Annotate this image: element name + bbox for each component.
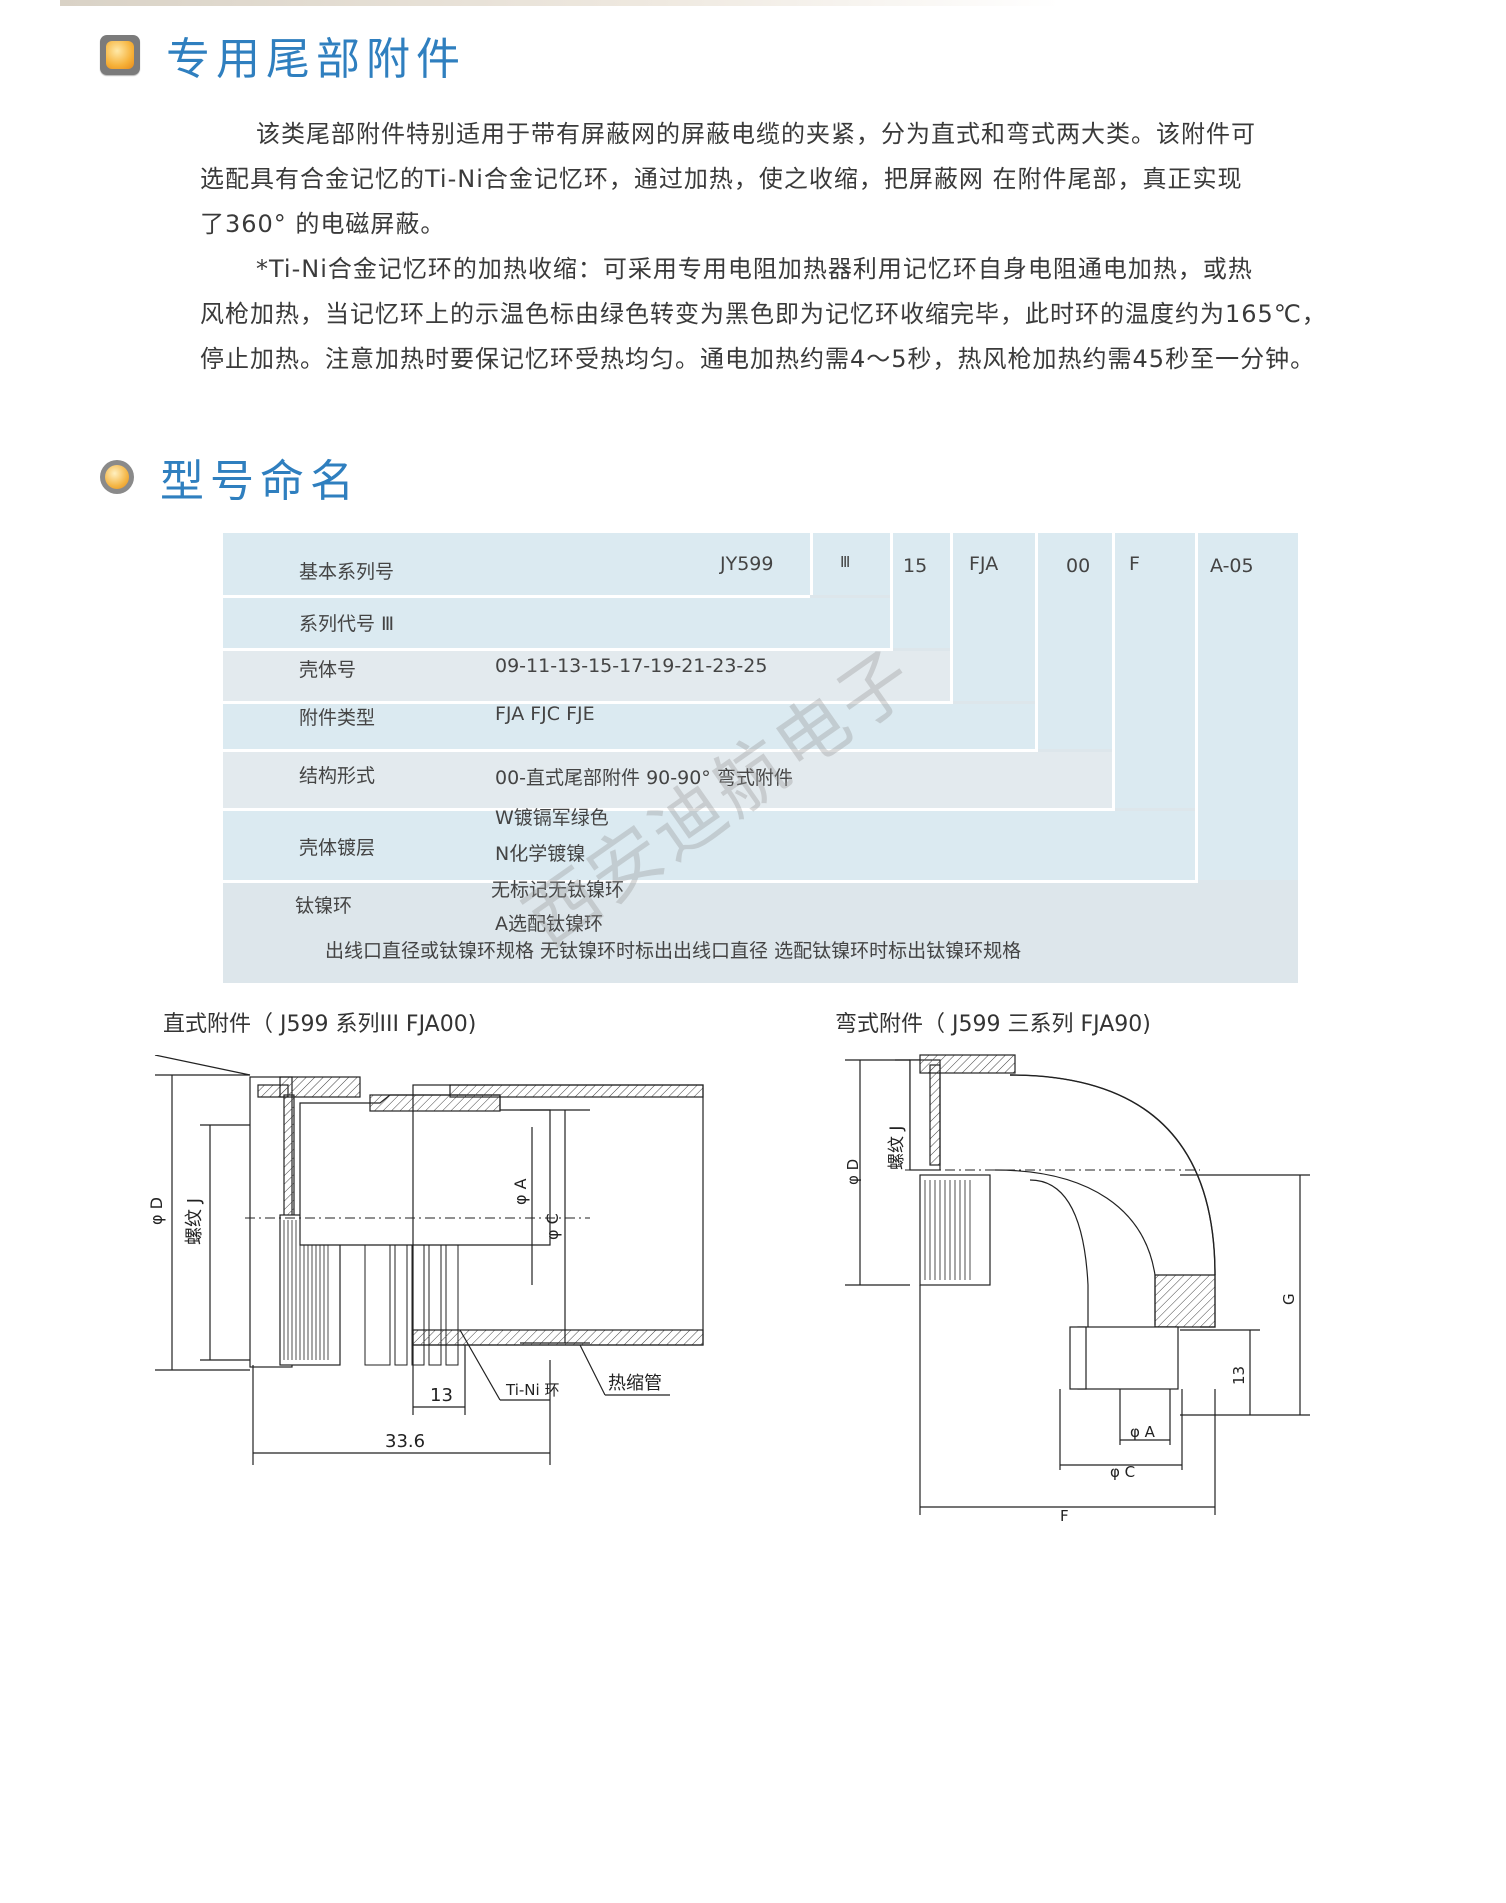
label-dim-13: 13 (430, 1385, 453, 1406)
band (223, 598, 893, 648)
label-phi-d: φ D (150, 1197, 166, 1225)
intro-line: 该类尾部附件特别适用于带有屏蔽网的屏蔽电缆的夹紧，分为直式和弯式两大类。该附件可 (256, 120, 1256, 148)
divider (1195, 533, 1198, 880)
round-bullet-icon (100, 460, 134, 494)
code-shell: 15 (903, 555, 928, 577)
label-phi-c: φ C (543, 1213, 562, 1240)
intro-line: 选配具有合金记忆的Ti-Ni合金记忆环，通过加热，使之收缩，把屏蔽网 在附件尾部… (200, 165, 1243, 193)
row-label: 结构形式 (299, 765, 376, 787)
label-thread-j: 螺纹 J (887, 1126, 907, 1170)
band (1038, 533, 1112, 749)
row-value: N化学镀镍 (495, 843, 586, 865)
row-value: 00-直式尾部附件 90-90° 弯式附件 (495, 767, 793, 789)
top-decor-strip (60, 0, 1060, 6)
label-tini-ring: Ti-Ni 环 (505, 1381, 559, 1399)
row-value: 09-11-13-15-17-19-21-23-25 (495, 655, 768, 677)
divider (223, 880, 1198, 883)
elbow-caption: 弯式附件（ J599 三系列 FJA90) (835, 1012, 1151, 1037)
label-phi-d: φ D (844, 1159, 862, 1185)
intro-line: 了360° 的电磁屏蔽。 (200, 210, 446, 238)
band (953, 533, 1035, 701)
code-ring: A-05 (1210, 555, 1254, 577)
band (223, 704, 1038, 749)
label-phi-c: φ C (1110, 1463, 1135, 1481)
row-label: 壳体镀层 (299, 837, 376, 859)
label-dim-13: 13 (1230, 1366, 1248, 1385)
table-note: 出线口直径或钛镍环规格 无钛镍环时标出出线口直径 选配钛镍环时标出钛镍环规格 (325, 940, 1022, 962)
straight-accessory-drawing: φ D 螺纹 J φ A φ C 13 33.6 Ti-Ni 环 热缩管 (150, 1055, 704, 1465)
label-f: F (1060, 1507, 1069, 1525)
model-naming-table: JY599 Ⅲ 15 FJA 00 F A-05 基本系列号 系列代号 Ⅲ 壳体… (223, 533, 1298, 983)
intro-line: *Ti-Ni合金记忆环的加热收缩：可采用专用电阻加热器利用记忆环自身电阻通电加热… (256, 255, 1253, 283)
row-label: 钛镍环 (295, 895, 353, 917)
label-phi-a: φ A (511, 1178, 530, 1205)
row-label: 附件类型 (299, 707, 376, 729)
elbow-accessory-drawing: φ D 螺纹 J G 13 φ A φ C F (844, 1054, 1310, 1525)
code-series: JY599 (720, 553, 774, 575)
band (893, 533, 950, 648)
section-heading-accessory: 专用尾部附件 (100, 30, 466, 85)
label-phi-a: φ A (1130, 1423, 1156, 1441)
code-type: FJA (969, 553, 999, 575)
divider (223, 648, 893, 651)
band (810, 533, 890, 595)
band (1115, 533, 1195, 808)
label-g: G (1280, 1293, 1298, 1305)
divider (1035, 533, 1038, 749)
section-title: 专用尾部附件 (166, 34, 466, 85)
divider (950, 533, 953, 701)
section-heading-naming: 型号命名 (100, 452, 360, 507)
code-structure: 00 (1066, 555, 1091, 577)
straight-caption: 直式附件（ J599 系列III FJA00) (163, 1012, 477, 1037)
band (223, 651, 953, 701)
square-bullet-icon (100, 35, 140, 75)
label-dim-33-6: 33.6 (385, 1431, 425, 1452)
section-title: 型号命名 (160, 456, 360, 507)
row-label: 系列代号 Ⅲ (299, 613, 395, 635)
divider (223, 749, 1038, 752)
intro-paragraph: 该类尾部附件特别适用于带有屏蔽网的屏蔽电缆的夹紧，分为直式和弯式两大类。该附件可… (200, 112, 1327, 382)
label-heat-shrink: 热缩管 (608, 1373, 662, 1394)
row-value: FJA FJC FJE (495, 703, 595, 725)
divider (223, 701, 953, 704)
row-label: 壳体号 (299, 659, 357, 681)
divider (890, 533, 893, 648)
row-value: W镀镉军绿色 (495, 807, 609, 829)
intro-line: 风枪加热，当记忆环上的示温色标由绿色转变为黑色即为记忆环收缩完毕，此时环的温度约… (200, 300, 1327, 328)
row-value: 无标记无钛镍环 (491, 879, 625, 901)
band (223, 533, 810, 595)
divider (223, 595, 810, 598)
code-plating: F (1129, 553, 1140, 575)
code-series-no: Ⅲ (840, 553, 851, 571)
label-thread-j: 螺纹 J (184, 1198, 205, 1245)
divider (223, 808, 1115, 811)
row-label: 基本系列号 (299, 561, 395, 583)
divider (1112, 533, 1115, 808)
row-value: A选配钛镍环 (495, 913, 603, 935)
band (1198, 533, 1298, 880)
band (223, 752, 1115, 808)
divider (810, 533, 813, 595)
intro-line: 停止加热。注意加热时要保记忆环受热均匀。通电加热约需4～5秒，热风枪加热约需45… (200, 345, 1316, 373)
band (223, 811, 1198, 880)
